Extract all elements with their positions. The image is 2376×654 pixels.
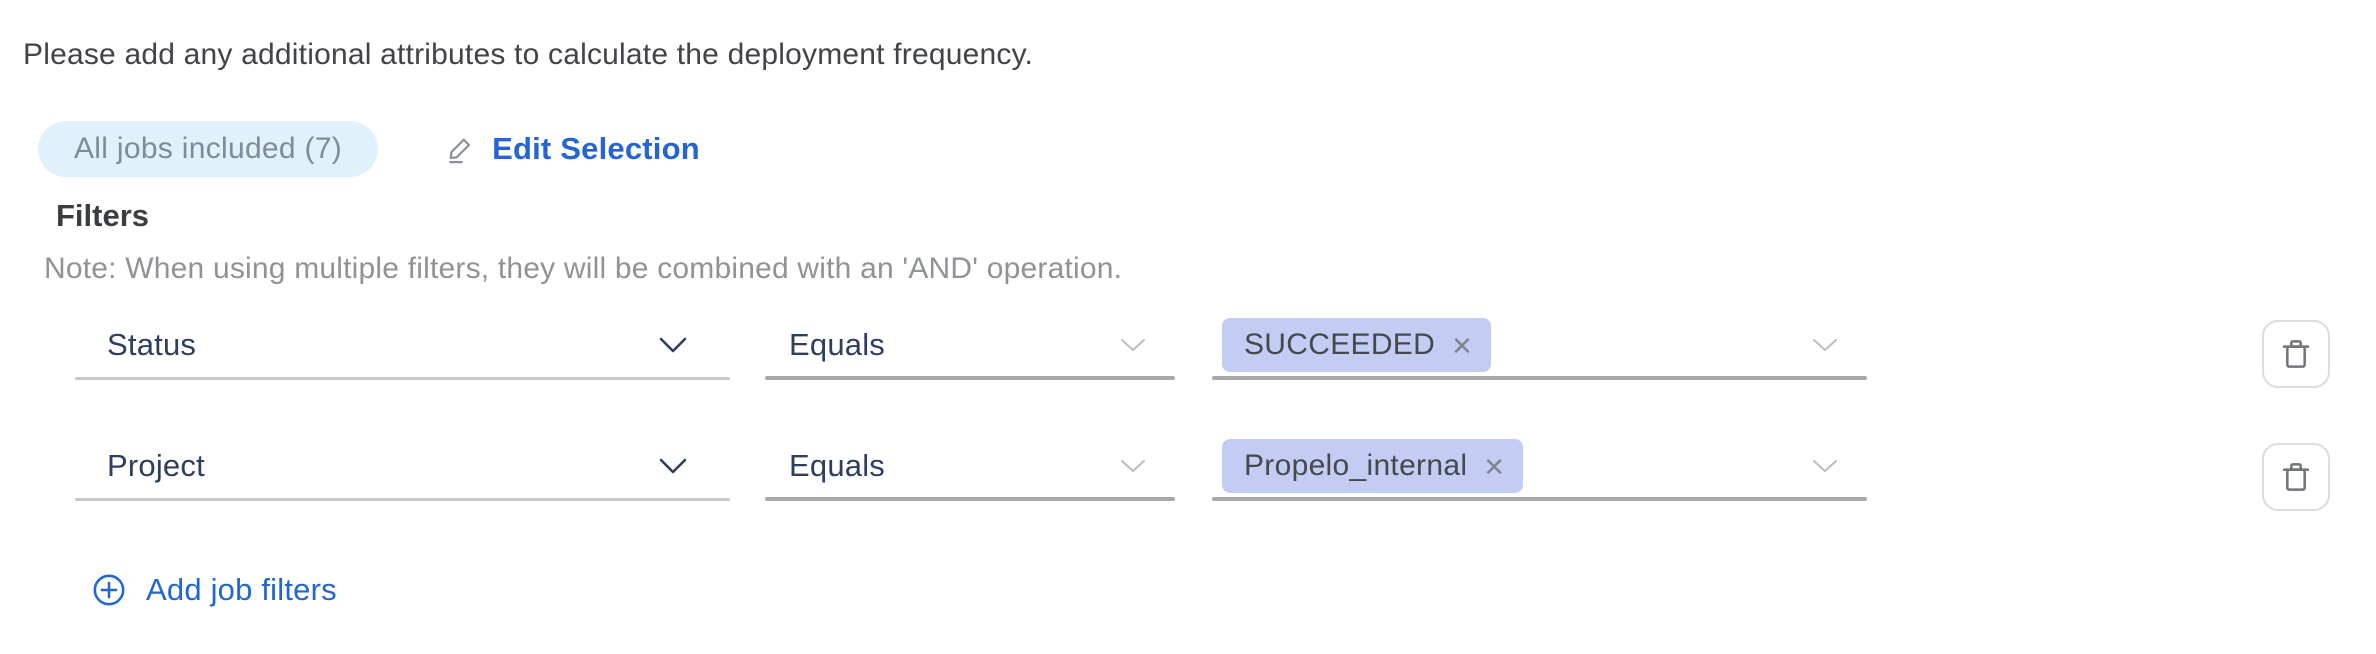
chevron-down-icon xyxy=(658,457,688,475)
operator-select[interactable]: Equals xyxy=(765,431,1175,501)
tag-remove-icon[interactable]: ✕ xyxy=(1451,331,1474,361)
operator-select-value: Equals xyxy=(789,327,885,362)
trash-icon xyxy=(2280,459,2312,495)
value-multiselect[interactable]: Propelo_internal ✕ xyxy=(1212,431,1867,501)
operator-select[interactable]: Equals xyxy=(765,310,1175,380)
add-job-filters-label: Add job filters xyxy=(146,572,337,607)
trash-icon xyxy=(2280,336,2312,372)
filter-row: Status Equals SUCCEEDED ✕ xyxy=(0,310,2376,380)
attribute-select[interactable]: Status xyxy=(75,310,730,380)
add-job-filters-link[interactable]: Add job filters xyxy=(92,572,337,608)
intro-text: Please add any additional attributes to … xyxy=(23,38,1034,71)
attribute-select[interactable]: Project xyxy=(75,431,730,501)
value-tag: Propelo_internal ✕ xyxy=(1222,439,1524,493)
value-multiselect[interactable]: SUCCEEDED ✕ xyxy=(1212,310,1867,380)
operator-select-value: Equals xyxy=(789,448,885,483)
attribute-select-value: Status xyxy=(107,327,197,362)
delete-filter-button[interactable] xyxy=(2262,443,2330,511)
chevron-down-icon xyxy=(1811,458,1839,474)
delete-filter-button[interactable] xyxy=(2262,320,2330,388)
chevron-down-icon xyxy=(658,336,688,354)
chevron-down-icon xyxy=(1119,337,1147,353)
edit-pencil-icon xyxy=(446,134,476,164)
jobs-summary-row: All jobs included (7) Edit Selection xyxy=(38,121,700,177)
value-tag-label: SUCCEEDED xyxy=(1244,328,1436,361)
tag-remove-icon[interactable]: ✕ xyxy=(1483,452,1506,482)
circle-plus-icon xyxy=(92,573,126,607)
edit-selection-label: Edit Selection xyxy=(492,131,700,166)
filters-note: Note: When using multiple filters, they … xyxy=(44,252,1123,285)
value-tag-label: Propelo_internal xyxy=(1244,449,1468,482)
filter-row: Project Equals Propelo_internal ✕ xyxy=(0,431,2376,501)
value-tag: SUCCEEDED ✕ xyxy=(1222,318,1492,372)
edit-selection-link[interactable]: Edit Selection xyxy=(446,131,700,167)
filters-heading: Filters xyxy=(56,198,150,233)
chevron-down-icon xyxy=(1119,458,1147,474)
chevron-down-icon xyxy=(1811,337,1839,353)
jobs-included-pill: All jobs included (7) xyxy=(38,121,379,177)
attribute-select-value: Project xyxy=(107,448,205,483)
